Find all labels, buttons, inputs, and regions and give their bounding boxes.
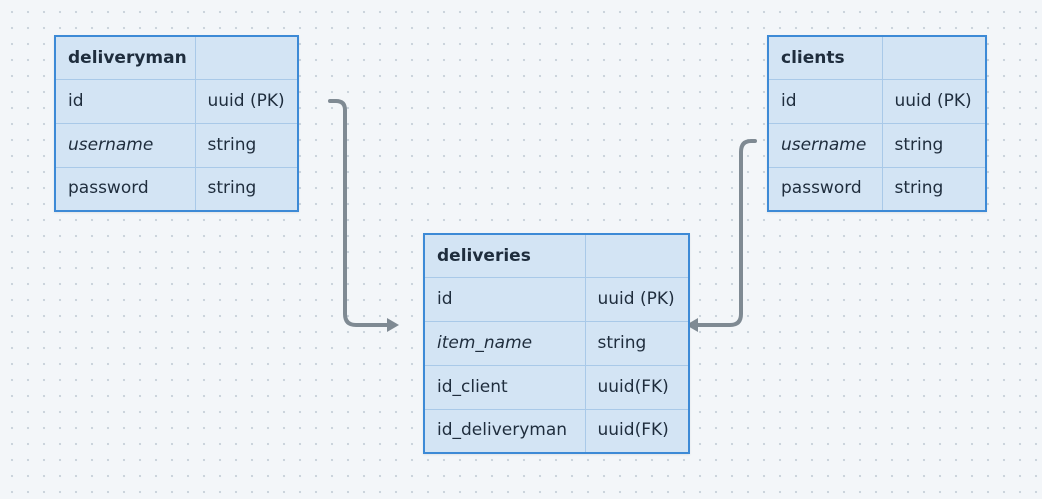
column-name: username	[56, 122, 196, 168]
table-row[interactable]: id_client uuid(FK)	[425, 364, 688, 410]
relation-clients-deliveries[interactable]	[695, 139, 757, 327]
arrowhead-deliveries-left	[387, 318, 399, 332]
table-clients[interactable]: clients id uuid (PK) username string pas…	[767, 35, 987, 212]
column-name: id	[56, 79, 196, 124]
table-header-empty-cell	[584, 235, 688, 279]
table-row[interactable]: password string	[769, 166, 985, 210]
column-type: uuid (PK)	[881, 79, 985, 124]
column-name: item_name	[425, 321, 586, 366]
column-type: string	[194, 122, 297, 168]
column-type: string	[584, 321, 688, 366]
column-type: string	[881, 122, 985, 168]
table-row[interactable]: username string	[56, 122, 297, 168]
table-deliveries[interactable]: deliveries id uuid (PK) item_name string…	[423, 233, 690, 454]
table-header-row: clients	[769, 37, 985, 81]
column-type: uuid(FK)	[584, 364, 688, 410]
column-name: id	[769, 79, 883, 124]
table-header-empty-cell	[194, 37, 297, 81]
table-title: deliveries	[425, 235, 586, 279]
column-name: id_client	[425, 364, 586, 410]
table-row[interactable]: id uuid (PK)	[425, 277, 688, 323]
table-row[interactable]: id uuid (PK)	[769, 79, 985, 124]
column-type: string	[881, 166, 985, 210]
table-header-row: deliveries	[425, 235, 688, 279]
table-row[interactable]: id_deliveryman uuid(FK)	[425, 408, 688, 452]
relation-deliveryman-deliveries[interactable]	[328, 99, 390, 327]
table-deliveryman[interactable]: deliveryman id uuid (PK) username string…	[54, 35, 299, 212]
table-title: clients	[769, 37, 883, 81]
table-header-row: deliveryman	[56, 37, 297, 81]
column-type: uuid (PK)	[194, 79, 297, 124]
table-title: deliveryman	[56, 37, 196, 81]
column-type: string	[194, 166, 297, 210]
column-name: password	[769, 166, 883, 210]
table-row[interactable]: id uuid (PK)	[56, 79, 297, 124]
table-row[interactable]: password string	[56, 166, 297, 210]
column-name: username	[769, 122, 883, 168]
column-name: id	[425, 277, 586, 323]
table-row[interactable]: username string	[769, 122, 985, 168]
table-header-empty-cell	[881, 37, 985, 81]
column-name: id_deliveryman	[425, 408, 586, 452]
column-type: uuid (PK)	[584, 277, 688, 323]
column-name: password	[56, 166, 196, 210]
column-type: uuid(FK)	[584, 408, 688, 452]
table-row[interactable]: item_name string	[425, 321, 688, 366]
